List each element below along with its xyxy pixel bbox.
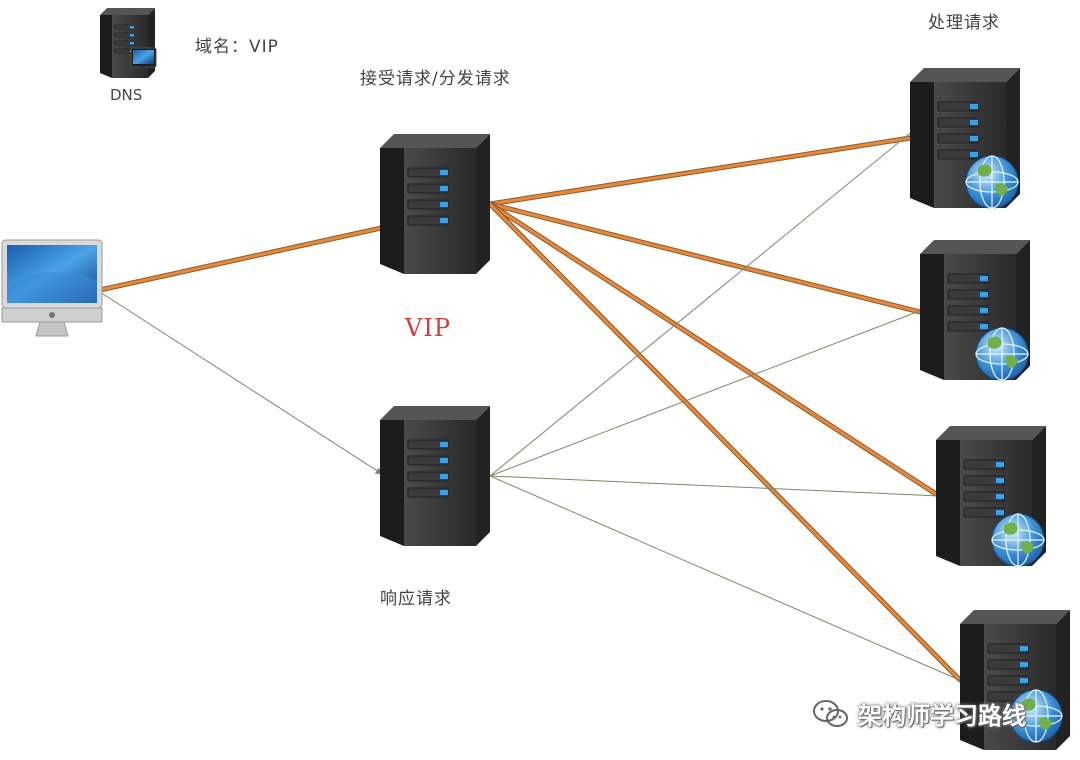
server-icon [379, 133, 491, 275]
response-link [489, 309, 923, 477]
edge-layer [97, 129, 965, 683]
wechat-icon [813, 699, 848, 727]
web-server-globe-icon [909, 67, 1021, 209]
dns-label: DNS [110, 86, 143, 104]
respond-label: 响应请求 [380, 589, 452, 609]
receive-dispatch-label: 接受请求/分发请求 [360, 69, 511, 89]
response-link [489, 475, 941, 497]
response-link [99, 291, 383, 475]
request-link [488, 202, 938, 496]
request-link [488, 202, 962, 682]
web-server-globe-icon [935, 425, 1047, 567]
imac-icon [1, 239, 103, 337]
web-server-globe-icon [919, 239, 1031, 381]
server-icon [379, 405, 491, 547]
dns-server-icon [99, 7, 157, 79]
process-label: 处理请求 [928, 13, 1000, 33]
request-link [488, 202, 922, 314]
request-link [488, 136, 912, 206]
domain-label: 域名：VIP [195, 37, 279, 57]
watermark-text: 架构师学习路线 [858, 702, 1026, 730]
response-link [489, 475, 965, 683]
response-link [489, 129, 915, 477]
watermark: 架构师学习路线 [812, 696, 1026, 731]
vip-label: VIP [405, 314, 451, 342]
